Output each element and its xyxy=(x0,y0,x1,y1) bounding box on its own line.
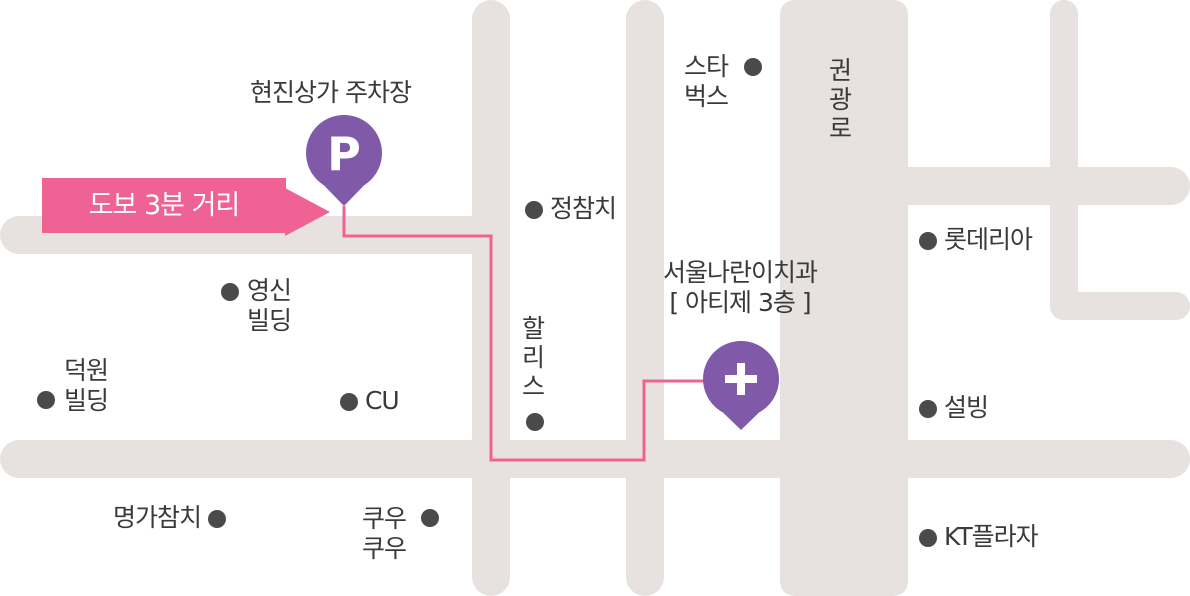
place-name-line: 빌딩 xyxy=(64,386,109,415)
place-name: 설빙 xyxy=(943,393,989,422)
street-gwongwangro: 권 광 로 xyxy=(829,56,852,143)
place-dot xyxy=(919,529,937,547)
place-name: 정참치 xyxy=(549,194,617,223)
place-name-line: 스타 xyxy=(684,52,729,81)
walking-distance-callout: 도보 3분 거리 xyxy=(42,178,286,233)
callout-pointer xyxy=(285,188,330,236)
place-name: 롯데리아 xyxy=(943,225,1033,254)
place-name-char: 리 xyxy=(522,343,545,372)
place-name-line: 쿠우 xyxy=(362,534,407,563)
clinic-floor: [ 아티제 3층 ] xyxy=(669,288,811,317)
place-name-line: 덕원 xyxy=(64,356,109,385)
place-dot xyxy=(340,393,358,411)
place-name-line: 쿠우 xyxy=(362,504,407,533)
place-dot xyxy=(525,201,543,219)
road-vertical-right xyxy=(1050,0,1078,320)
place-ktplaza: KT플라자 xyxy=(919,522,1039,552)
place-dot-deokwon xyxy=(37,391,55,409)
parking-pin-glyph: P xyxy=(327,127,361,181)
parking-label: 현진상가 주차장 xyxy=(250,78,412,107)
place-dot-hollys xyxy=(526,413,544,431)
place-dot xyxy=(207,510,226,528)
place-name: CU xyxy=(364,386,400,415)
place-myeongga: 명가참치 xyxy=(113,503,226,533)
street-char: 광 xyxy=(829,85,852,114)
place-cu: CU xyxy=(340,386,400,416)
place-sulbing: 설빙 xyxy=(919,393,989,423)
street-char: 로 xyxy=(829,114,852,143)
place-name: 명가참치 xyxy=(113,503,202,532)
street-char: 권 xyxy=(829,56,852,85)
place-deokwon: 덕원 빌딩 xyxy=(64,356,109,416)
place-dot xyxy=(919,232,937,250)
place-dot xyxy=(919,400,937,418)
place-lotteria: 롯데리아 xyxy=(919,225,1033,255)
place-name-line: 빌딩 xyxy=(247,306,292,335)
place-hollys: 할 리 스 xyxy=(522,314,545,401)
place-jungchamchi: 정참치 xyxy=(525,194,617,224)
place-kuukuu: 쿠우 쿠우 xyxy=(362,504,407,564)
walking-route-line xyxy=(342,206,708,462)
place-name-line: 벅스 xyxy=(684,82,729,111)
place-name-char: 할 xyxy=(522,314,545,343)
place-starbucks: 스타 벅스 xyxy=(684,52,729,112)
clinic-name: 서울나란이치과 xyxy=(662,258,818,287)
parking-pin-icon: P xyxy=(306,115,382,206)
road-vertical-2 xyxy=(626,0,664,596)
road-right-spur xyxy=(1050,292,1190,320)
place-youngsin: 영신 빌딩 xyxy=(247,276,292,336)
place-name: KT플라자 xyxy=(943,522,1039,551)
place-dot-kuukuu xyxy=(421,509,439,527)
road-gwongwangro xyxy=(780,0,908,596)
place-dot-youngsin xyxy=(221,283,239,301)
place-name-char: 스 xyxy=(522,372,545,401)
clinic-label: 서울나란이치과 [ 아티제 3층 ] xyxy=(650,258,830,318)
clinic-pin-icon xyxy=(703,341,779,430)
place-name-line: 영신 xyxy=(247,276,292,305)
place-dot-starbucks xyxy=(744,58,762,76)
